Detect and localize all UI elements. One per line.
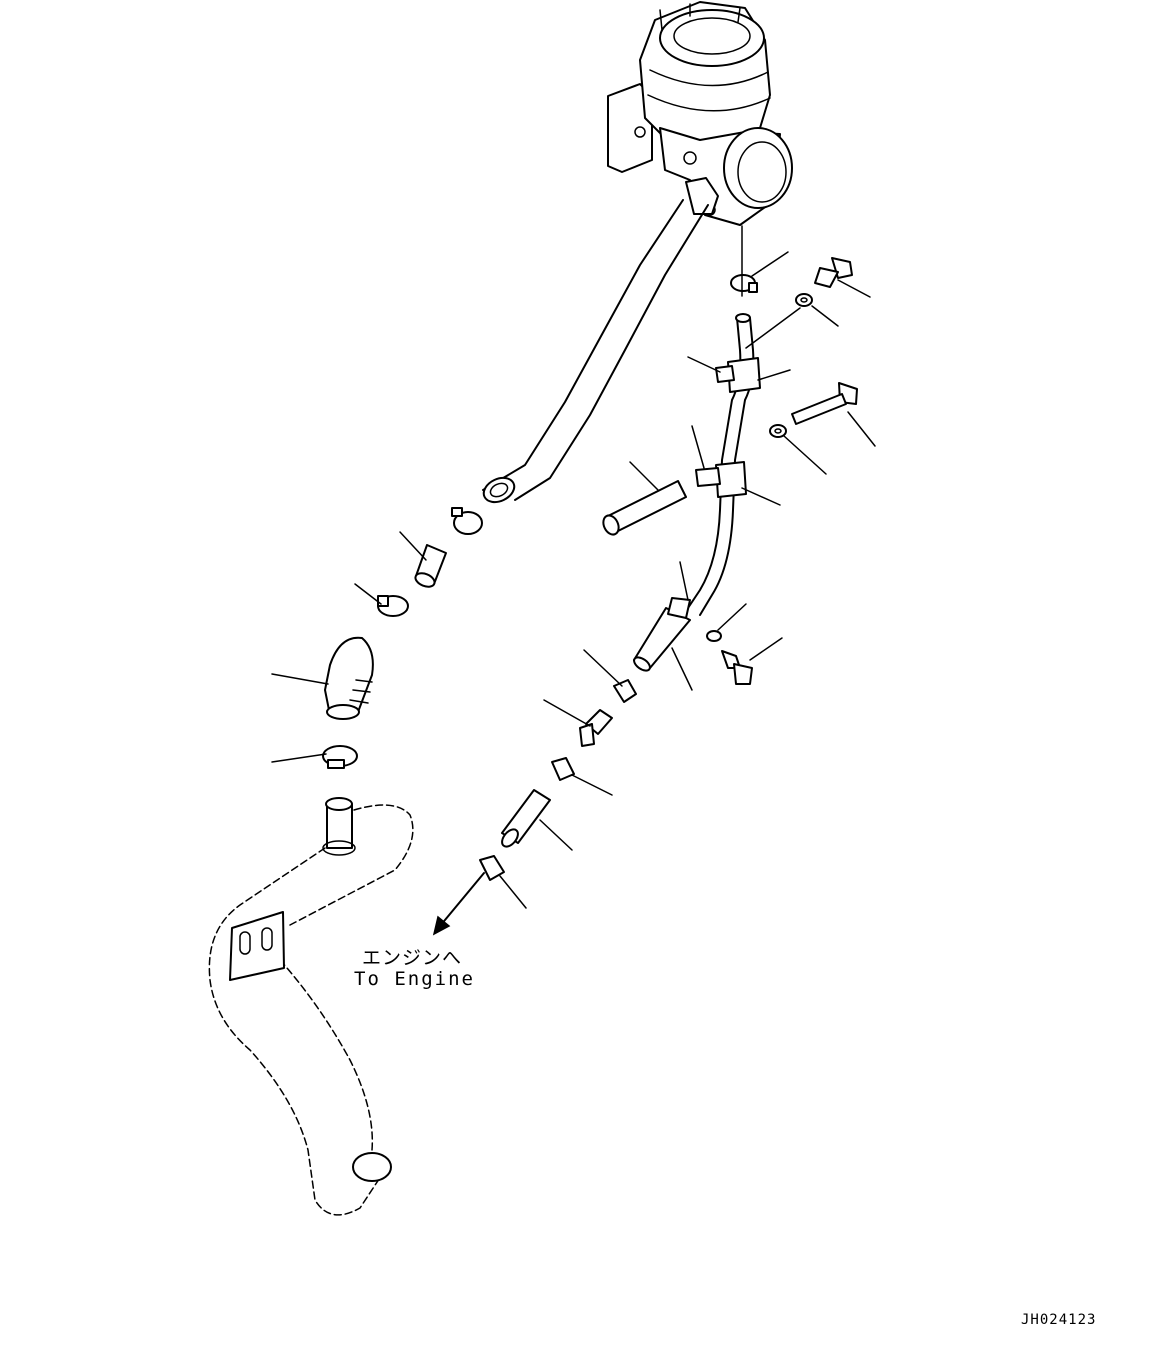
bolt-lower	[721, 650, 753, 685]
hose-clamp-fitting-3	[479, 855, 505, 881]
long-hose	[482, 199, 709, 504]
engine-pipe-outline	[208, 797, 414, 1216]
drawing-id: JH024123	[1021, 1312, 1097, 1328]
elbow-hose	[324, 636, 374, 720]
to-engine-label-english: To Engine	[354, 968, 475, 990]
tube-clamp-1	[715, 357, 761, 393]
to-engine-arrow	[432, 872, 485, 936]
hose-clamp-fitting-1	[613, 679, 637, 703]
washer-upper	[795, 293, 813, 307]
leader-lines	[271, 225, 876, 909]
hose-clamp-outlet	[730, 274, 758, 293]
hose-clamp-fitting-2	[551, 757, 575, 781]
connector-fitting	[579, 709, 613, 747]
hose-clamp-lower	[322, 745, 358, 769]
long-bolt	[791, 382, 858, 425]
straight-hose	[602, 480, 687, 536]
bolt-upper	[814, 257, 853, 288]
air-cleaner-assembly	[607, 1, 793, 226]
short-hose-lower	[501, 789, 551, 848]
hose-clamp-upper	[451, 507, 483, 535]
to-engine-label-japanese: エンジンへ	[362, 947, 463, 969]
washer-lower	[706, 630, 722, 642]
tube-clamp-2	[695, 461, 747, 498]
washer-middle	[769, 424, 787, 438]
hose-clamp-middle	[377, 595, 409, 617]
short-hose-upper	[414, 544, 447, 588]
tube-clamp-3	[667, 597, 691, 619]
